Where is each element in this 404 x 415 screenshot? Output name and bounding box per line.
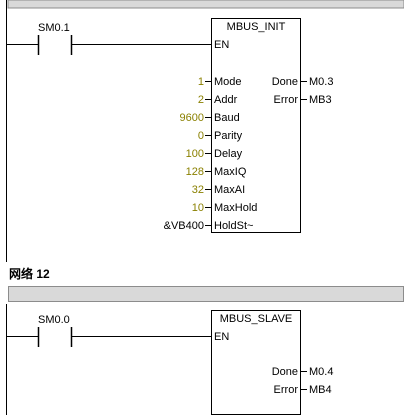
en-pin-label: EN — [214, 39, 230, 51]
output-value-done[interactable]: M0.4 — [309, 366, 334, 378]
pin-label-maxhold: MaxHold — [214, 202, 258, 214]
output-value-done[interactable]: M0.3 — [309, 76, 334, 88]
input-value-maxai[interactable]: 32 — [191, 184, 204, 196]
pin-label-done: Done — [271, 366, 298, 378]
input-value-addr[interactable]: 2 — [197, 94, 204, 106]
input-value-mode[interactable]: 1 — [197, 76, 204, 88]
mbus-init-block[interactable] — [211, 18, 301, 233]
en-pin-label: EN — [214, 331, 230, 343]
network-title[interactable]: 网络 12 — [9, 267, 50, 281]
input-value-maxhold[interactable]: 10 — [191, 202, 204, 214]
contact-address: SM0.1 — [38, 22, 70, 34]
pin-label-parity: Parity — [214, 130, 243, 142]
output-value-error[interactable]: MB4 — [309, 384, 332, 396]
pin-label-maxiq: MaxIQ — [214, 166, 247, 178]
input-value-maxiq[interactable]: 128 — [185, 166, 204, 178]
pin-label-baud: Baud — [214, 112, 240, 124]
input-value-parity[interactable]: 0 — [197, 130, 204, 142]
block-name: MBUS_INIT — [226, 21, 286, 33]
pin-label-delay: Delay — [214, 148, 243, 160]
pin-label-mode: Mode — [214, 76, 242, 88]
pin-label-maxai: MaxAI — [214, 184, 246, 196]
network-header-bar[interactable] — [7, 0, 404, 9]
network-12-header-bar[interactable] — [8, 286, 404, 302]
input-value-holdstart[interactable]: &VB400 — [163, 220, 204, 232]
input-value-delay[interactable]: 100 — [185, 148, 204, 160]
pin-label-holdstart: HoldSt~ — [214, 220, 254, 232]
pin-label-error: Error — [273, 94, 298, 106]
pin-label-addr: Addr — [214, 94, 238, 106]
mbus-slave-block[interactable] — [211, 310, 301, 415]
pin-label-done: Done — [271, 76, 298, 88]
output-value-error[interactable]: MB3 — [309, 94, 332, 106]
input-value-baud[interactable]: 9600 — [179, 112, 204, 124]
block-name: MBUS_SLAVE — [219, 313, 293, 325]
contact-address: SM0.0 — [38, 314, 70, 326]
pin-label-error: Error — [273, 384, 298, 396]
